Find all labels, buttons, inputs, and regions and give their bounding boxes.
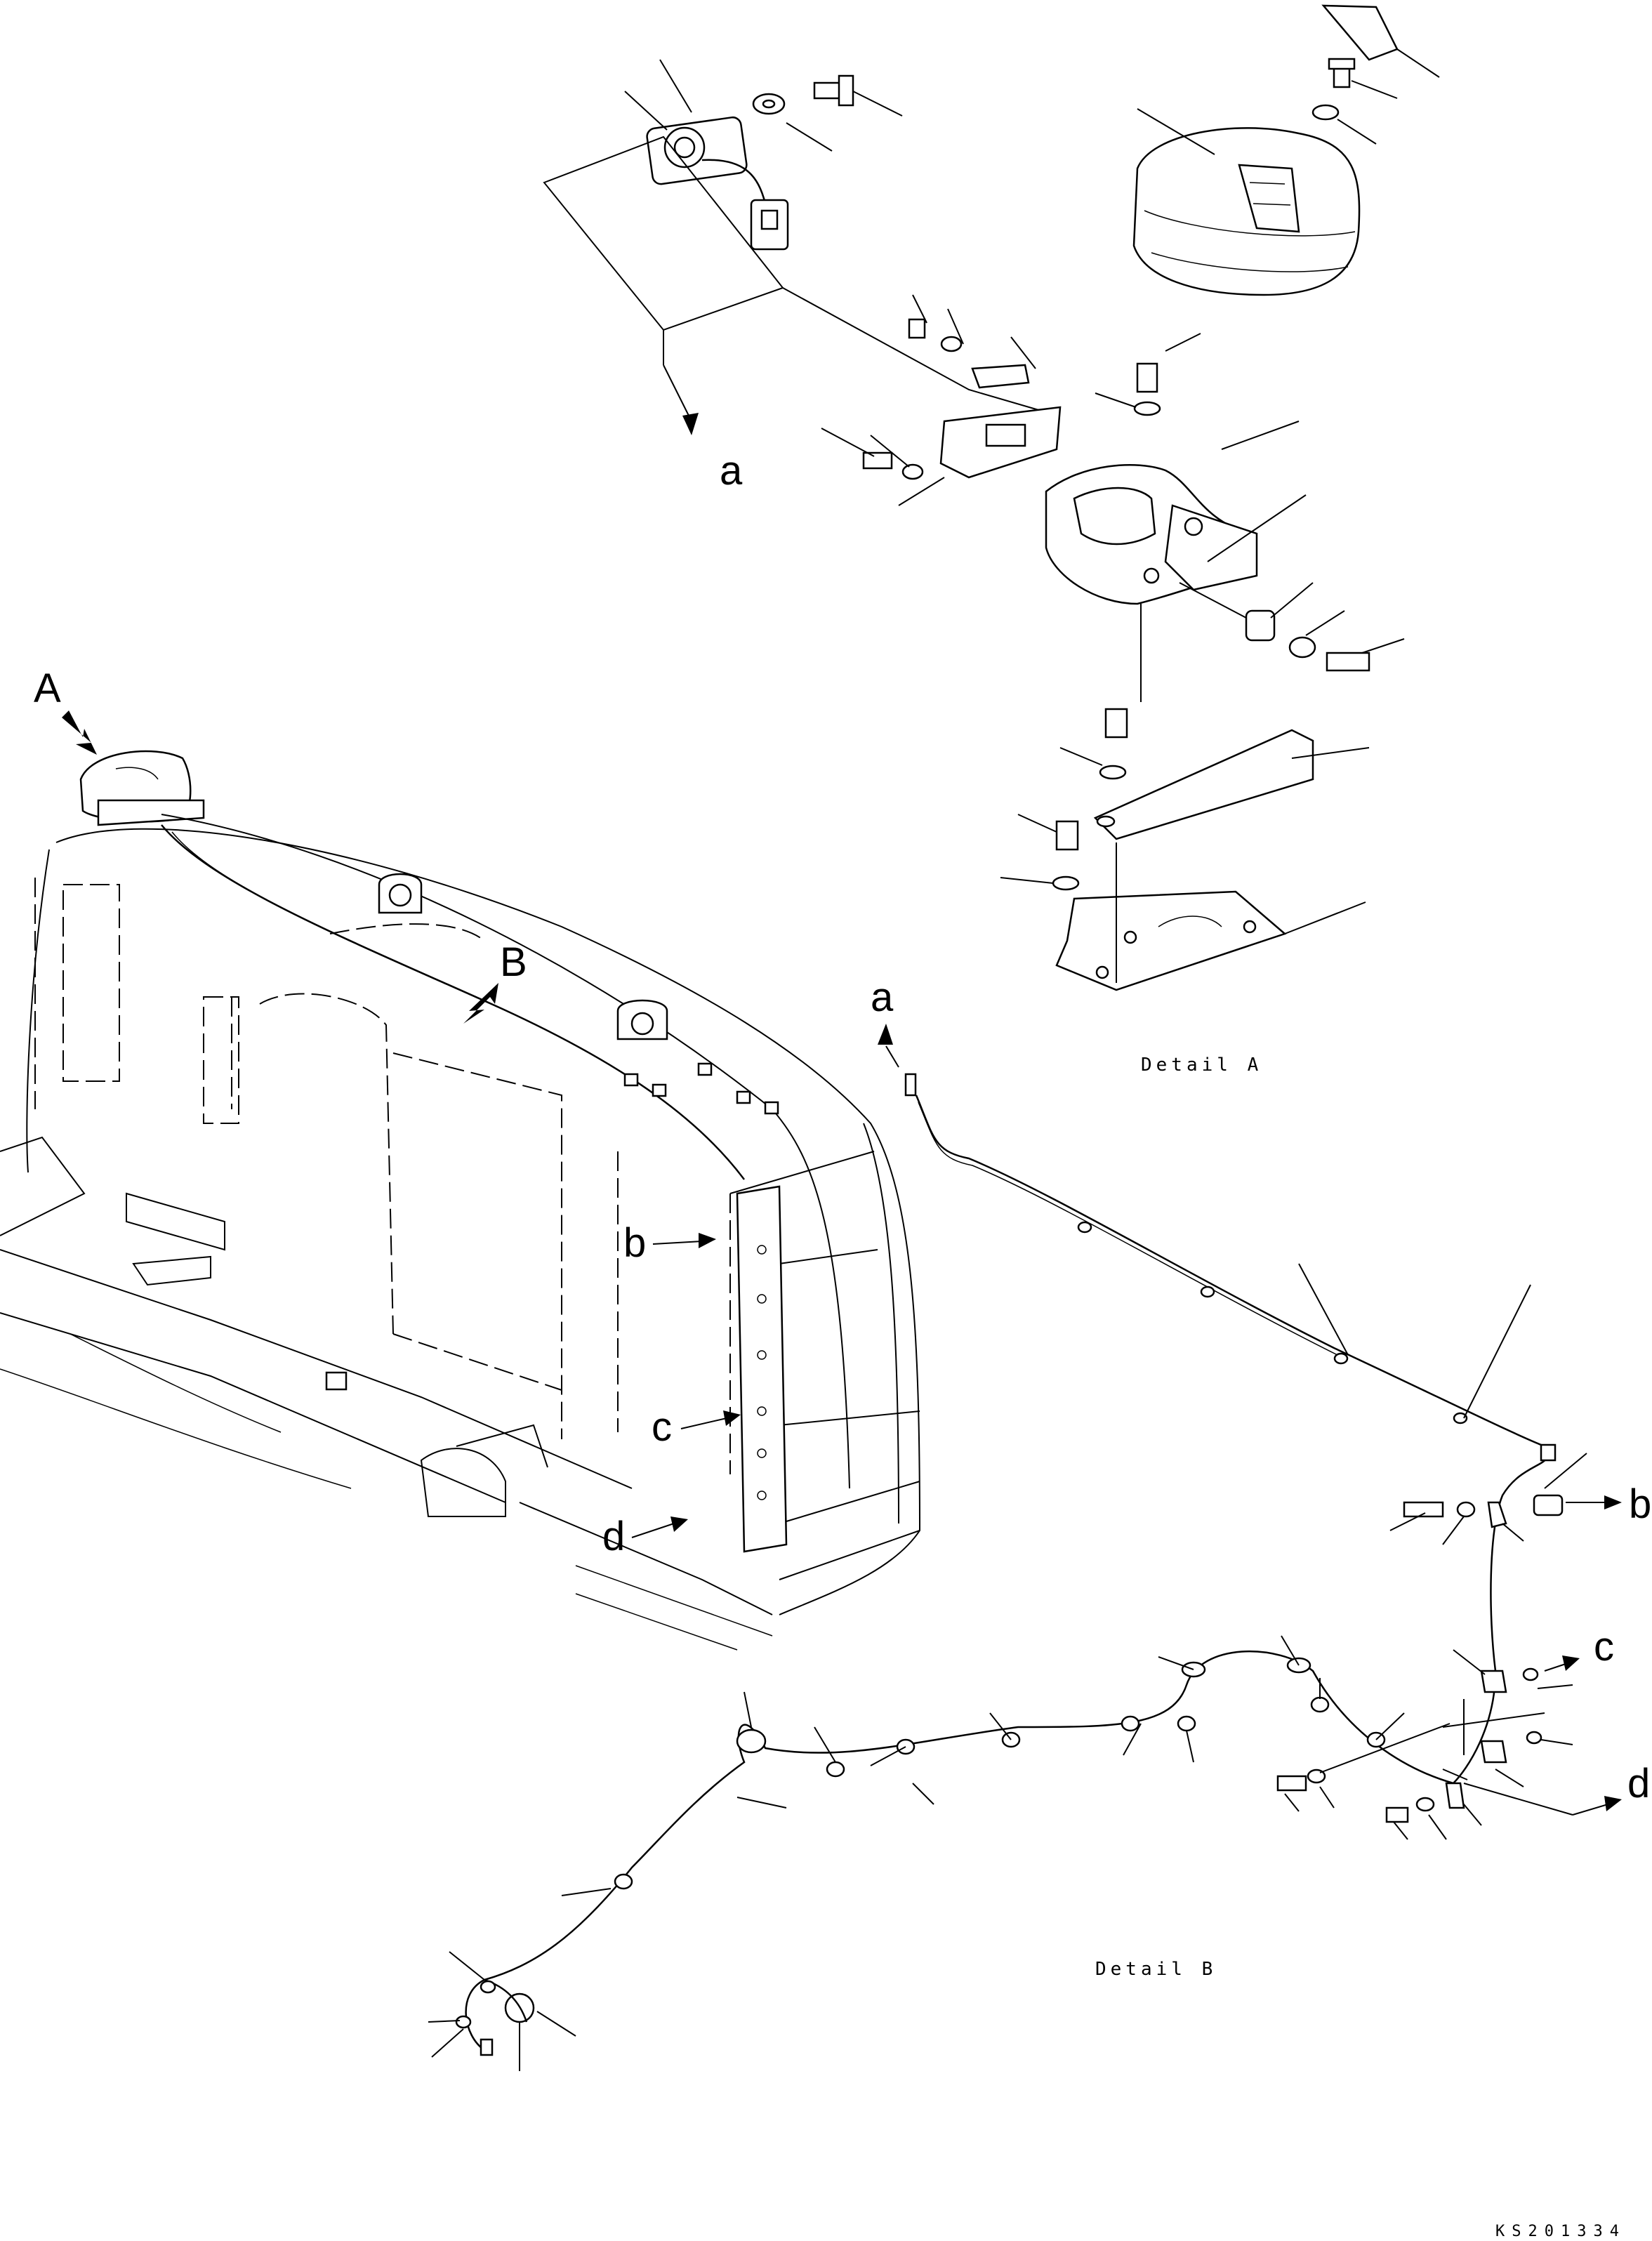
- bolt-mid: [1136, 362, 1158, 393]
- arrow-c-icon: [723, 1410, 741, 1426]
- arrow-d-right-icon: [1604, 1796, 1622, 1811]
- arrow-b-right-icon: [1604, 1495, 1622, 1509]
- arrow-a-right-icon: [878, 1024, 893, 1045]
- small-bracket: [971, 364, 1030, 389]
- connector-label-d-right: d: [1627, 1761, 1650, 1806]
- connector-label-a-right: a: [871, 974, 894, 1020]
- mounting-strip: [736, 1185, 788, 1553]
- grommet: [1245, 609, 1276, 642]
- view-a-arrow-icon: [62, 710, 97, 755]
- switch-housing: [1045, 464, 1258, 605]
- arrow-c-right-icon: [1562, 1655, 1580, 1671]
- connector-label-b-right: b: [1629, 1481, 1651, 1527]
- detail-b-group: a: [428, 974, 1651, 2071]
- machine-view: A B: [0, 666, 921, 1651]
- cover-part: [1132, 127, 1361, 296]
- mounted-switch: [79, 750, 205, 826]
- view-label-a: A: [34, 666, 61, 711]
- connector-label-b-main: b: [623, 1220, 646, 1266]
- arrow-to-a-icon: [682, 413, 699, 435]
- drawing-code: KS201334: [1495, 2223, 1626, 2240]
- bolt-b: [1403, 1501, 1444, 1518]
- view-label-b: B: [500, 939, 527, 985]
- detail-a-caption: Detail A: [1141, 1055, 1262, 1076]
- sleeve-b: [1533, 1494, 1564, 1516]
- connector-label-c-main: c: [652, 1404, 672, 1450]
- bolt-lower: [1104, 708, 1128, 739]
- grip-part: [1321, 4, 1399, 61]
- connector-label-a-top: a: [720, 448, 743, 494]
- switch-assembly: [646, 74, 854, 251]
- bolt-small: [908, 318, 926, 339]
- arrow-d-icon: [670, 1516, 688, 1532]
- detail-b-caption: Detail B: [1095, 1959, 1217, 1980]
- arrow-b-icon: [699, 1233, 716, 1248]
- base-plate: [1055, 890, 1287, 991]
- bolt-side: [1326, 652, 1370, 672]
- leader-lines-a: [543, 59, 1054, 415]
- screw-head: [1328, 58, 1356, 70]
- connector-label-c-right: c: [1594, 1624, 1614, 1670]
- bolt-left: [862, 451, 893, 470]
- washer-part: [1311, 104, 1340, 121]
- detail-a-group: a: [543, 4, 1440, 991]
- cover-bracket: [1093, 729, 1314, 840]
- view-b-arrow-icon: [463, 983, 498, 1024]
- connector-label-d-main: d: [602, 1514, 625, 1559]
